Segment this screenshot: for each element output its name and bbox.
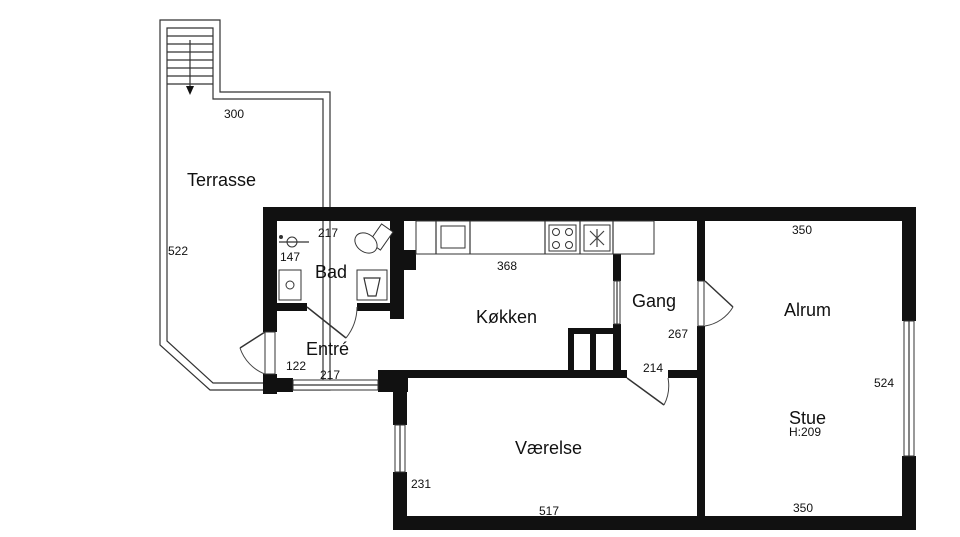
room-label-terrasse: Terrasse bbox=[187, 170, 256, 190]
bathroom-fixtures bbox=[278, 223, 394, 301]
dim-alrum-width: 350 bbox=[792, 223, 812, 237]
dim-stue-length: 524 bbox=[874, 376, 894, 390]
sink-icon bbox=[440, 225, 466, 249]
room-label-entre: Entré bbox=[306, 339, 349, 359]
shower-icon bbox=[279, 235, 309, 248]
washing-machine-icon bbox=[356, 269, 388, 301]
windows bbox=[292, 320, 915, 473]
alrum-door bbox=[697, 280, 734, 327]
dim-bad-width: 217 bbox=[318, 226, 338, 240]
dimension-labels: 300 522 217 147 368 267 214 350 524 350 … bbox=[168, 107, 894, 518]
kitchen-gang-door bbox=[613, 280, 621, 325]
stairs bbox=[167, 35, 213, 95]
room-label-bad: Bad bbox=[315, 262, 347, 282]
dim-gang-width: 214 bbox=[643, 361, 663, 375]
room-labels: Terrasse Bad Køkken Gang Alrum Entré Vær… bbox=[187, 170, 831, 458]
walls bbox=[263, 207, 916, 530]
bathroom-door bbox=[306, 306, 358, 339]
room-label-gang: Gang bbox=[632, 291, 676, 311]
dim-terrasse-length: 522 bbox=[168, 244, 188, 258]
dim-kokken-width: 368 bbox=[497, 259, 517, 273]
dim-entre-width: 217 bbox=[320, 368, 340, 382]
dim-vaerelse-width: 517 bbox=[539, 504, 559, 518]
dim-stue-width: 350 bbox=[793, 501, 813, 515]
room-height-stue: H:209 bbox=[789, 425, 821, 439]
vaerelse-door bbox=[626, 377, 670, 406]
fan-icon bbox=[583, 224, 611, 252]
kitchen-counter bbox=[415, 220, 655, 255]
dim-gang-length: 267 bbox=[668, 327, 688, 341]
room-label-kokken: Køkken bbox=[476, 307, 537, 327]
dim-vaerelse-depth: 231 bbox=[411, 477, 431, 491]
dim-terrasse-width: 300 bbox=[224, 107, 244, 121]
entry-door bbox=[239, 331, 276, 375]
room-label-alrum: Alrum bbox=[784, 300, 831, 320]
room-label-stue: Stue bbox=[789, 408, 826, 428]
terrace bbox=[159, 19, 331, 391]
dim-bad-depth: 147 bbox=[280, 250, 300, 264]
stair-arrow-icon bbox=[186, 86, 194, 95]
doors bbox=[239, 280, 734, 406]
washbasin-icon bbox=[278, 269, 302, 301]
stove-icon bbox=[548, 224, 577, 252]
room-label-vaerelse: Værelse bbox=[515, 438, 582, 458]
dim-entre-depth: 122 bbox=[286, 359, 306, 373]
toilet-icon bbox=[354, 223, 394, 254]
